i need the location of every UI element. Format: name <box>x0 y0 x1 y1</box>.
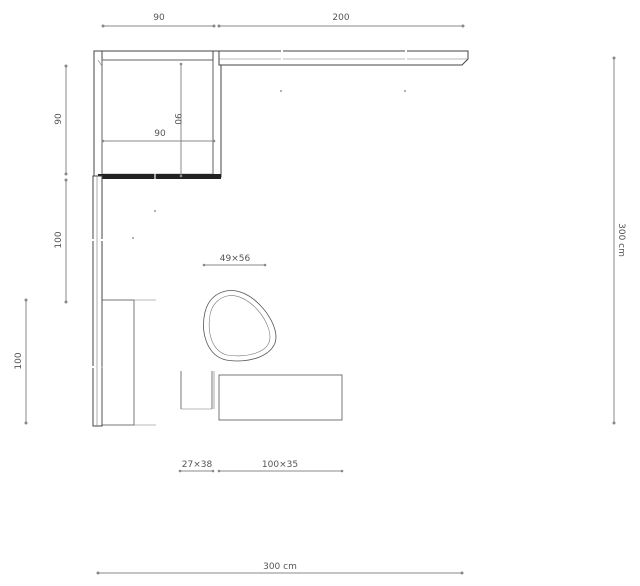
dim-label-side-table: 27×38 <box>182 460 213 470</box>
dim-left-middle: 100 <box>50 178 68 304</box>
dim-label-right-total: 300 cm <box>616 223 626 257</box>
dim-coffee-table: 100×35 <box>217 457 344 473</box>
dim-label-left-upper: 90 <box>54 113 64 125</box>
dim-inner-height: 90 <box>165 62 183 178</box>
dim-label-left-lower: 100 <box>14 352 24 369</box>
dim-label-pouf: 49×56 <box>220 254 251 264</box>
dim-label-inner-width: 90 <box>154 129 166 139</box>
dim-label-bottom-total: 300 cm <box>263 562 297 572</box>
pouf <box>203 290 277 362</box>
dim-inner-width: 90 <box>101 126 216 143</box>
dim-right-total: 300 cm <box>612 56 629 425</box>
coffee-table <box>218 374 343 421</box>
dim-label-top-left: 90 <box>153 13 165 23</box>
corner-armchair <box>93 50 222 181</box>
dim-label-coffee-table: 100×35 <box>262 460 298 470</box>
dim-top-right: 200 <box>217 10 465 28</box>
dim-side-table: 27×38 <box>178 457 216 473</box>
dim-label-top-right: 200 <box>332 13 349 23</box>
dim-left-upper: 90 <box>50 64 68 176</box>
back-shelf <box>218 50 469 92</box>
dim-top-left: 90 <box>101 10 216 28</box>
dim-left-lower: 100 <box>10 298 28 425</box>
dim-label-left-middle: 100 <box>54 231 64 248</box>
dim-bottom-total: 300 cm <box>96 559 464 575</box>
dim-pouf: 49×56 <box>202 251 267 267</box>
dim-label-inner-height: 90 <box>172 113 182 125</box>
side-sofa <box>92 175 156 427</box>
side-table <box>180 371 215 410</box>
